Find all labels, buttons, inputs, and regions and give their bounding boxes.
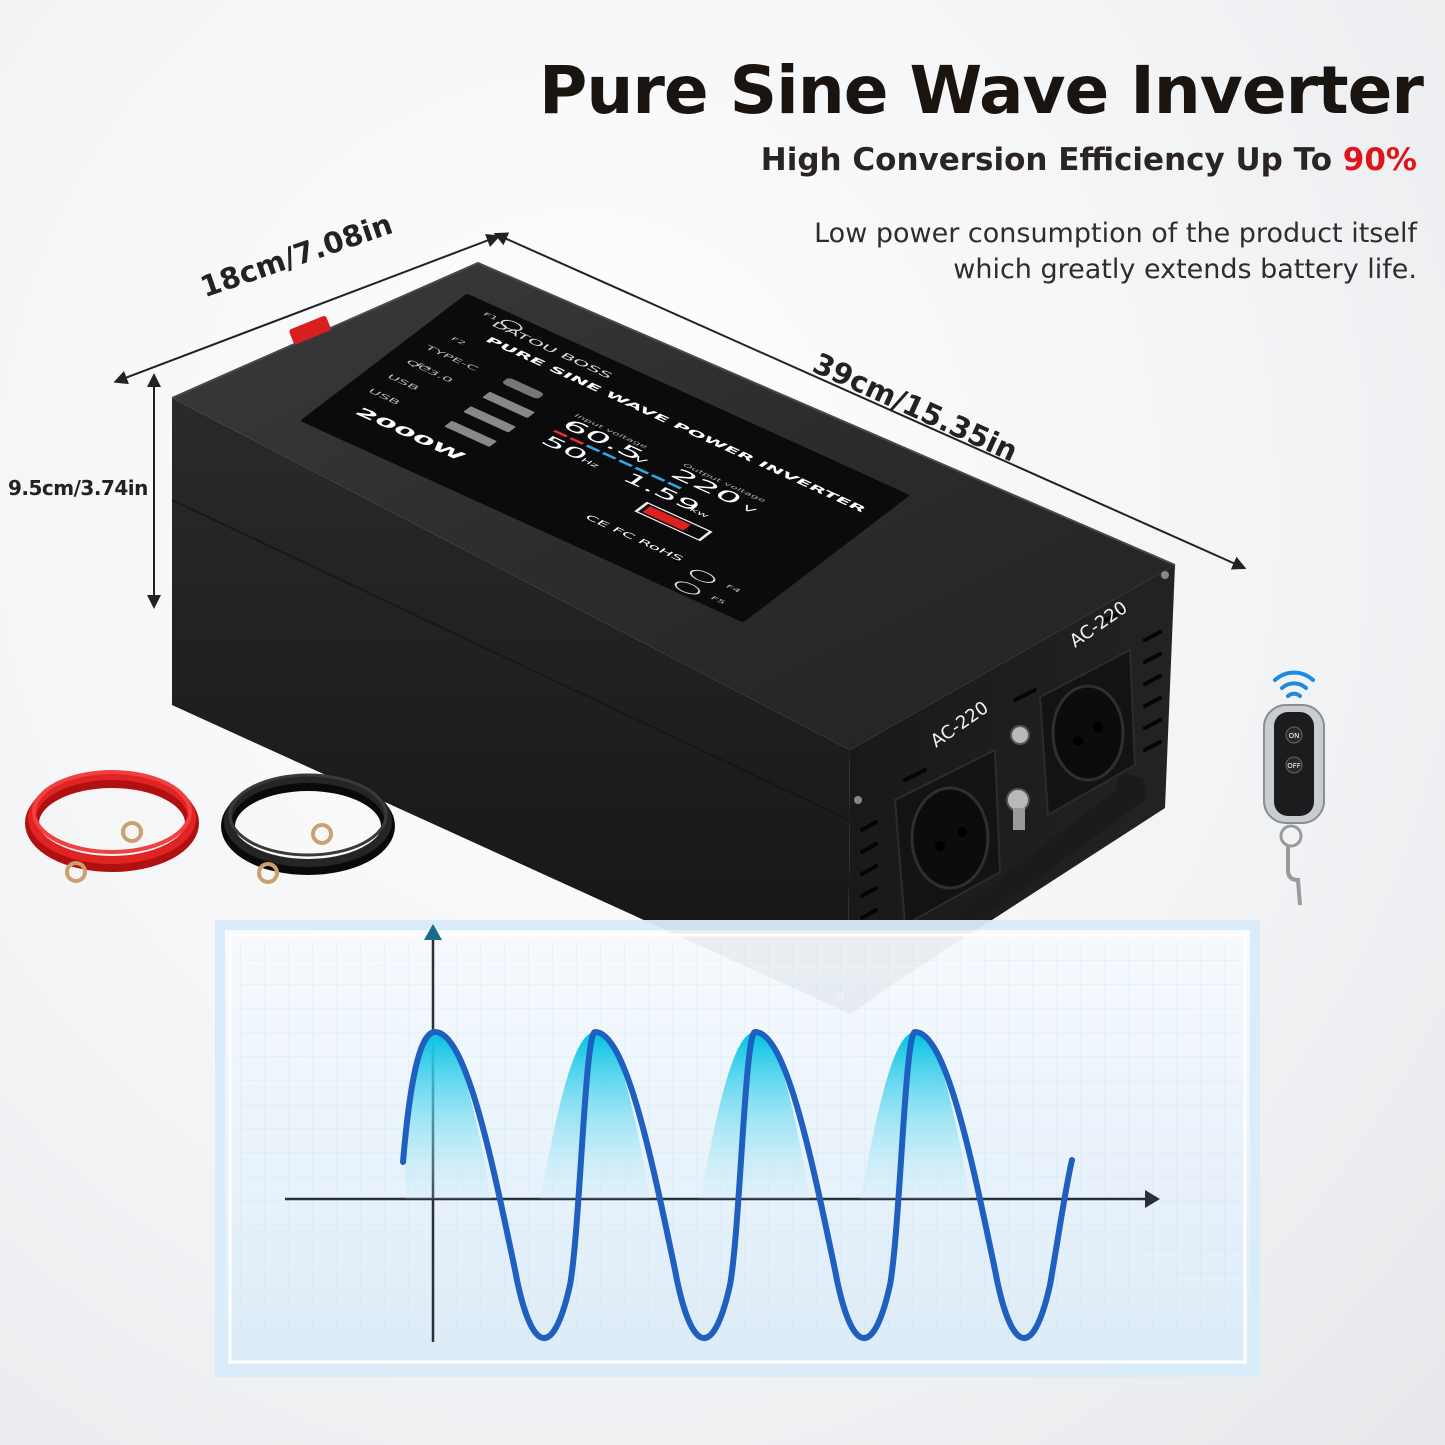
voltage-level-bar xyxy=(553,429,682,490)
usb-port-type-c xyxy=(502,378,544,399)
ac-outlet-left xyxy=(893,748,1002,927)
button-icon-f1 xyxy=(500,319,523,331)
button-icon-f5 xyxy=(674,581,701,595)
wifi-signal-icon xyxy=(1273,670,1315,698)
length-dimension-line xyxy=(493,232,1247,570)
function-key-f5: F5 xyxy=(709,595,728,605)
keychain-icon xyxy=(1279,824,1303,848)
output-voltage-unit: V xyxy=(739,504,758,515)
ground-terminal xyxy=(1006,725,1030,830)
sine-wave-curve xyxy=(400,1028,1075,1341)
input-voltage-unit: V xyxy=(631,455,650,466)
ac-outlet-right xyxy=(1038,648,1137,817)
function-key-f1: F1 xyxy=(481,311,500,321)
usb-port-qc xyxy=(482,392,535,418)
button-icon-f4 xyxy=(689,569,716,583)
function-key-f4: F4 xyxy=(724,584,743,594)
remote-on-label: ON xyxy=(1289,732,1300,740)
width-dimension-line xyxy=(113,233,501,385)
remote-control: ON OFF xyxy=(1263,670,1325,906)
subtitle-prefix: High Conversion Efficiency Up To xyxy=(760,142,1343,178)
usb-port-usb-2 xyxy=(444,421,497,447)
usb-port-usb-1 xyxy=(463,406,516,433)
headline: Pure Sine Wave Inverter xyxy=(538,52,1424,129)
efficiency-percent: 90% xyxy=(1342,142,1417,178)
battery-level-icon xyxy=(634,501,713,542)
red-battery-cable xyxy=(25,770,199,883)
inverter-body xyxy=(171,261,1176,1015)
remote-off-label: OFF xyxy=(1287,762,1301,770)
height-dimension-label: 9.5cm/3.74in xyxy=(8,476,148,500)
sine-wave-panel xyxy=(215,920,1260,1377)
sine-wave-positive-fill xyxy=(405,1032,492,1199)
function-key-f3: F3 xyxy=(415,362,434,372)
function-key-f2: F2 xyxy=(449,336,468,346)
black-battery-cable xyxy=(221,773,395,884)
remote-off-button xyxy=(1285,756,1303,774)
remote-on-button xyxy=(1285,726,1303,744)
efficiency-subtitle: High Conversion Efficiency Up To 90% xyxy=(761,142,1417,178)
